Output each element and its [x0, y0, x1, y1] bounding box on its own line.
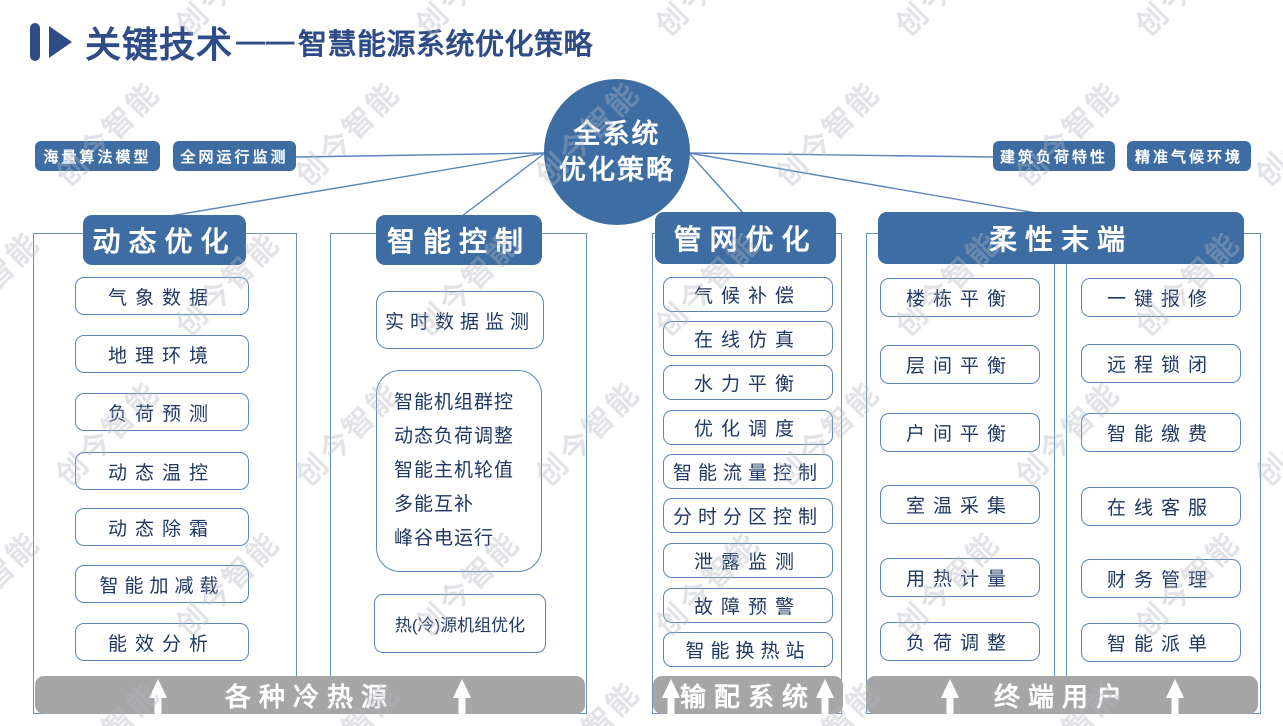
item-box: 能效分析 [75, 623, 249, 661]
item-box: 智能换热站 [663, 632, 833, 667]
page-title: 关键技术 —— 智慧能源系统优化策略 [30, 16, 593, 68]
item-group-box: 智能机组群控 动态负荷调整 智能主机轮值 多能互补 峰谷电运行 [376, 370, 542, 572]
tag-left-1: 海量算法模型 [35, 141, 160, 171]
item-box: 负荷预测 [75, 393, 249, 431]
item-box: 水力平衡 [663, 365, 833, 400]
item-box: 楼栋平衡 [880, 278, 1040, 317]
column4-header: 柔性末端 [878, 212, 1244, 264]
item-box: 一键报修 [1081, 278, 1241, 317]
title-arrow-icon [49, 26, 72, 58]
item-box: 在线仿真 [663, 321, 833, 356]
title-separator: —— [236, 25, 296, 58]
hub-circle: 全系统 优化策略 [544, 79, 690, 225]
item-box: 户间平衡 [880, 413, 1040, 452]
item-box: 智能派单 [1081, 623, 1241, 662]
item-box: 智能流量控制 [663, 454, 833, 489]
footer-bar-distribution: 输配系统 [653, 676, 843, 714]
title-main: 关键技术 [85, 24, 234, 65]
column2-header: 智能控制 [376, 215, 542, 265]
item-box: 负荷调整 [880, 622, 1040, 661]
column1-header: 动态优化 [83, 215, 246, 265]
item-box: 室温采集 [880, 485, 1040, 524]
item-box: 层间平衡 [880, 345, 1040, 384]
group-line: 峰谷电运行 [394, 528, 495, 549]
item-box: 故障预警 [663, 588, 833, 623]
item-box: 气象数据 [75, 277, 249, 315]
group-line: 多能互补 [394, 494, 475, 515]
item-box: 实时数据监测 [376, 291, 544, 349]
tag-right-1: 建筑负荷特性 [993, 141, 1115, 171]
item-box: 用热计量 [880, 558, 1040, 597]
group-line: 智能机组群控 [394, 392, 515, 413]
item-box: 泄露监测 [663, 543, 833, 578]
item-box: 分时分区控制 [663, 498, 833, 533]
tag-right-2: 精准气候环境 [1127, 141, 1251, 171]
item-box: 智能缴费 [1081, 413, 1241, 452]
hub-line2: 优化策略 [559, 155, 675, 185]
group-line: 动态负荷调整 [394, 426, 515, 447]
item-box: 智能加减载 [75, 565, 249, 603]
hub-line1: 全系统 [573, 118, 661, 149]
column3-header: 管网优化 [655, 212, 836, 264]
item-box: 在线客服 [1081, 487, 1241, 526]
item-box: 优化调度 [663, 410, 833, 445]
item-box: 远程锁闭 [1081, 344, 1241, 383]
item-box: 气候补偿 [663, 277, 833, 312]
title-sub: 智慧能源系统优化策略 [298, 29, 594, 61]
item-box: 财务管理 [1081, 559, 1241, 598]
item-box: 热(冷)源机组优化 [374, 594, 546, 653]
group-line: 智能主机轮值 [394, 460, 515, 481]
item-box: 地理环境 [75, 335, 249, 373]
footer-bar-endusers: 终端用户 [866, 676, 1258, 714]
tag-left-2: 全网运行监测 [173, 141, 296, 171]
item-box: 动态温控 [75, 452, 249, 490]
item-box: 动态除霜 [75, 508, 249, 546]
title-bar-icon [30, 23, 40, 61]
footer-bar-sources: 各种冷热源 [35, 676, 585, 714]
